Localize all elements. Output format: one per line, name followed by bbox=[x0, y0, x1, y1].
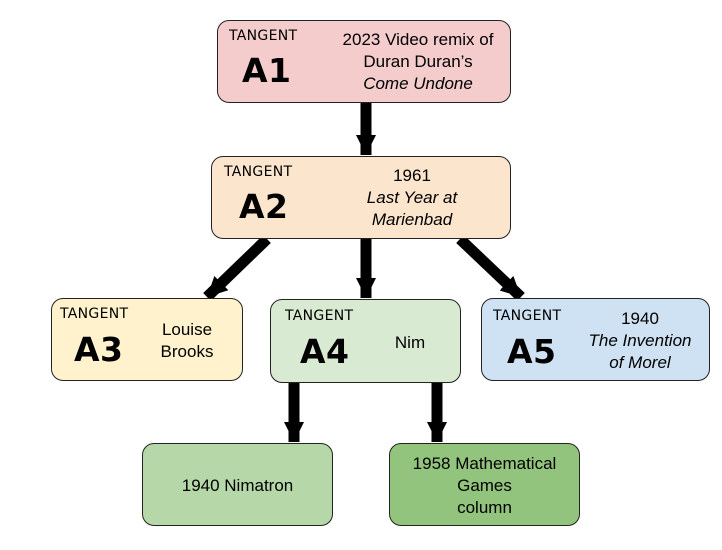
tag-label: TANGENT bbox=[224, 164, 293, 180]
desc-line: column bbox=[457, 498, 512, 517]
node-description: Louise Brooks bbox=[147, 319, 227, 363]
desc-title: Marienbad bbox=[371, 210, 453, 229]
node-description: Nim bbox=[375, 332, 445, 354]
desc-line: 2023 Video remix of bbox=[342, 30, 494, 49]
node-a3: TANGENT A3 Louise Brooks bbox=[51, 298, 243, 381]
tag-label: TANGENT bbox=[229, 28, 298, 44]
desc-line: 1961 bbox=[393, 166, 431, 185]
node-code: A4 bbox=[300, 332, 350, 371]
desc-title: The Invention bbox=[588, 331, 692, 350]
arrow-a2-a5 bbox=[456, 235, 525, 301]
node-code: A1 bbox=[242, 51, 292, 90]
node-description: 1961 Last Year at Marienbad bbox=[342, 165, 482, 231]
desc-line: Louise bbox=[161, 320, 213, 339]
node-a1: TANGENT A1 2023 Video remix of Duran Dur… bbox=[217, 20, 511, 103]
desc-line: 1958 Mathematical bbox=[412, 454, 557, 473]
node-description: 1940 The Invention of Morel bbox=[578, 308, 702, 374]
desc-title: Come Undone bbox=[363, 74, 473, 93]
node-mathematical-games: 1958 Mathematical Games column bbox=[389, 443, 580, 526]
desc-line: 1940 bbox=[621, 309, 659, 328]
tag-label: TANGENT bbox=[285, 308, 354, 324]
desc-line: Nim bbox=[394, 333, 426, 352]
node-nimatron: 1940 Nimatron bbox=[142, 443, 333, 526]
desc-line: Brooks bbox=[160, 342, 214, 361]
node-description: 2023 Video remix of Duran Duran’s Come U… bbox=[328, 29, 508, 95]
node-a2: TANGENT A2 1961 Last Year at Marienbad bbox=[211, 156, 511, 239]
desc-title: Last Year at bbox=[366, 188, 458, 207]
node-label: 1958 Mathematical Games column bbox=[390, 453, 579, 519]
desc-line: Games bbox=[457, 476, 512, 495]
tag-label: TANGENT bbox=[493, 308, 562, 324]
desc-line: Duran Duran’s bbox=[363, 52, 473, 71]
node-code: A5 bbox=[507, 332, 557, 371]
node-a5: TANGENT A5 1940 The Invention of Morel bbox=[481, 298, 710, 381]
node-label: 1940 Nimatron bbox=[181, 476, 294, 495]
arrow-a2-a3 bbox=[203, 235, 271, 301]
desc-title: of Morel bbox=[609, 353, 671, 372]
node-a4: TANGENT A4 Nim bbox=[270, 299, 461, 383]
node-code: A3 bbox=[74, 330, 124, 369]
tag-label: TANGENT bbox=[60, 306, 129, 322]
node-code: A2 bbox=[239, 187, 289, 226]
